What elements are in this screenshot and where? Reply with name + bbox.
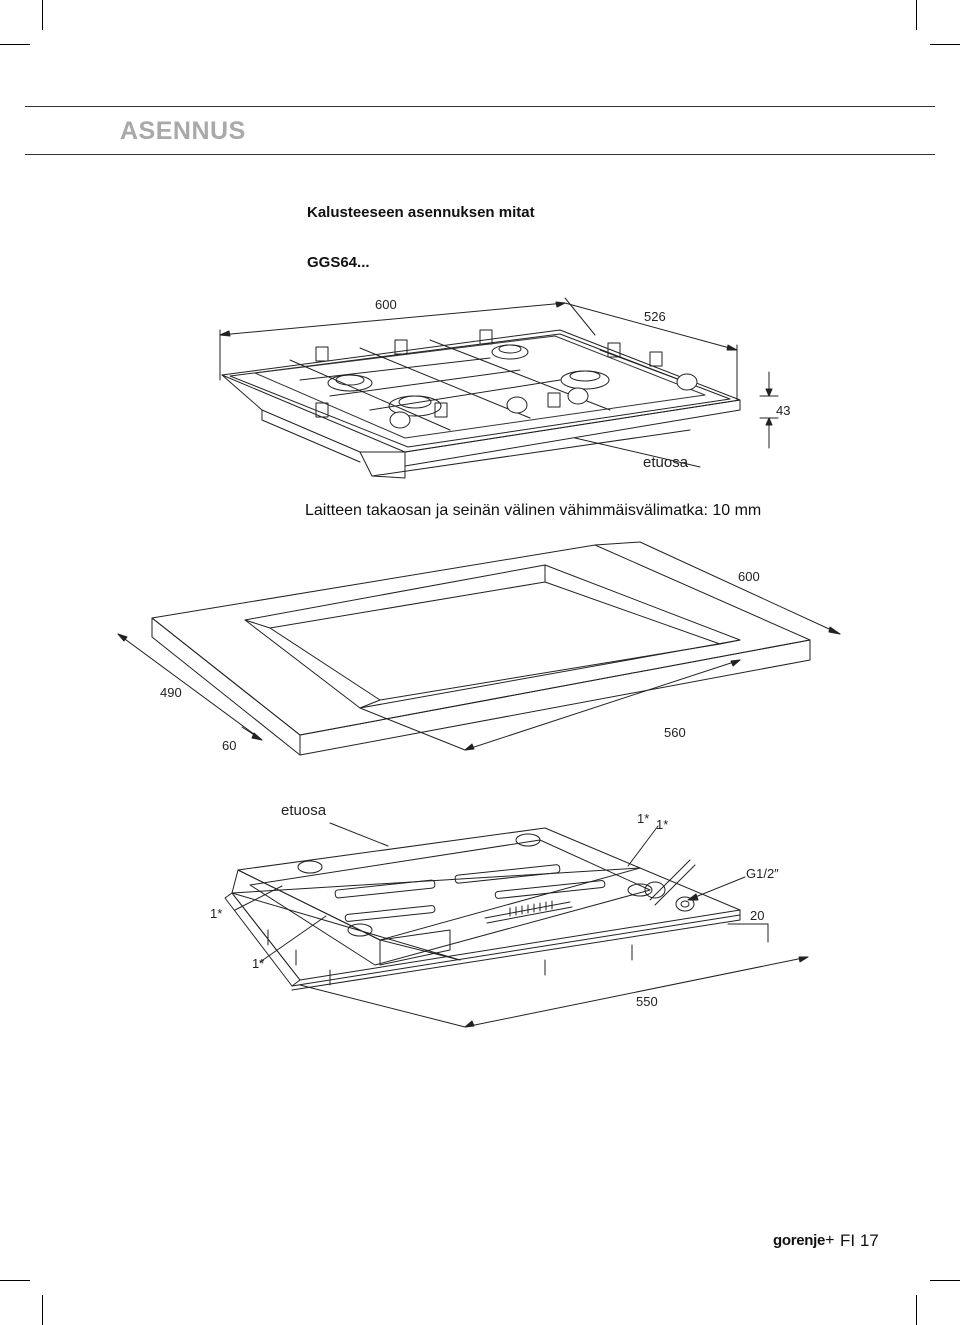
brand-logo: gorenje+: [773, 1232, 834, 1250]
fig3-marker-4: 1*: [252, 956, 264, 971]
fig2-front-gap-label: 60: [222, 738, 236, 753]
fig3-marker-1: 1*: [637, 811, 649, 826]
model-label: GGS64...: [307, 254, 370, 271]
fig2-width-label: 600: [738, 569, 760, 584]
page-heading: Kalusteeseen asennuksen mitat: [307, 204, 535, 221]
crop-mark: [916, 1295, 917, 1325]
fig2-cutout-width-label: 560: [664, 725, 686, 740]
page-number: FI 17: [840, 1231, 879, 1250]
crop-mark: [930, 44, 960, 45]
cutout-drawing: [117, 541, 841, 756]
crop-mark: [0, 44, 30, 45]
brand-name: gorenje: [773, 1232, 826, 1249]
crop-mark: [42, 0, 43, 30]
crop-mark: [916, 0, 917, 30]
fig3-connection-label: G1/2″: [746, 866, 779, 881]
fig3-width-label: 550: [636, 994, 658, 1009]
clearance-note: Laitteen takaosan ja seinän välinen vähi…: [305, 502, 762, 519]
section-title: ASENNUS: [120, 117, 246, 145]
crop-mark: [42, 1295, 43, 1325]
fig3-connector-length-label: 20: [750, 908, 764, 923]
fig1-depth-label: 526: [644, 309, 666, 324]
crop-mark: [0, 1280, 30, 1281]
hob-underside-drawing: [224, 822, 809, 1028]
fig1-width-label: 600: [375, 297, 397, 312]
fig1-front-label: etuosa: [643, 454, 689, 471]
header-rule-top: [25, 106, 935, 107]
brand-mark: +: [825, 1232, 835, 1249]
fig3-marker-3: 1*: [210, 906, 222, 921]
fig3-marker-2: 1*: [656, 817, 668, 832]
header-rule-bottom: [25, 154, 935, 155]
crop-mark: [930, 1280, 960, 1281]
hob-top-drawing: [219, 297, 779, 479]
fig3-front-label: etuosa: [281, 802, 327, 819]
fig1-height-label: 43: [776, 403, 790, 418]
fig2-depth-label: 490: [160, 685, 182, 700]
